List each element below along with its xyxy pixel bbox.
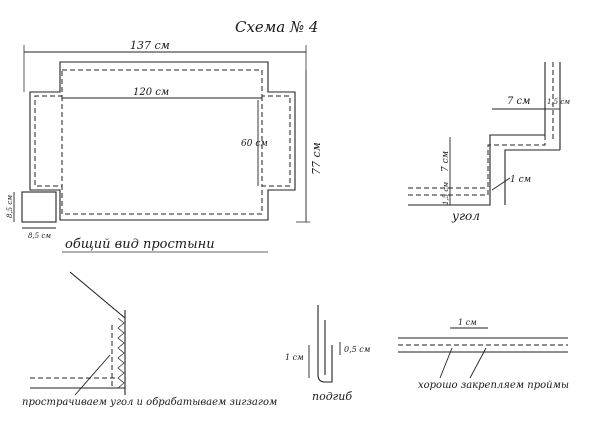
leader-fix-left <box>439 347 453 379</box>
corner-outline <box>408 62 546 206</box>
hem-fold-outline <box>317 305 333 383</box>
fold-diagonal-line <box>69 271 126 319</box>
leader-corner-1cm <box>491 177 511 191</box>
label-corner-15cm-top: 1,5 см <box>547 98 570 106</box>
label-hem-1cm: 1 см <box>285 353 304 362</box>
caption-fix: хорошо закрепляем проймы <box>418 380 569 391</box>
label-corner-1cm: 1 см <box>510 175 531 185</box>
corner-detail: 7 см 1,5 см 7 см 1,5 см 1 см угол <box>408 62 570 223</box>
caption-corner: угол <box>451 209 480 223</box>
caption-hem: подгиб <box>312 390 352 403</box>
label-total-width: 137 см <box>130 39 170 52</box>
label-fix-1cm: 1 см <box>458 318 477 327</box>
label-inner-height: 60 см <box>241 139 268 149</box>
label-corner-7cm-side: 7 см <box>441 151 451 172</box>
corner-inner-step <box>504 149 560 205</box>
label-total-height: 77 см <box>310 142 323 175</box>
corner-square <box>21 191 57 223</box>
fix-detail: 1 см хорошо закрепляем проймы <box>398 318 569 391</box>
caption-general-view: общий вид простыни <box>65 237 215 252</box>
sheet-outline <box>29 61 296 221</box>
label-hem-05cm: 0,5 см <box>344 345 371 354</box>
label-corner-width: 8,5 см <box>28 232 51 240</box>
zigzag-stitch <box>117 317 125 389</box>
hem-detail: 1 см 0,5 см подгиб <box>285 305 371 403</box>
scheme-title: Схема № 4 <box>235 18 318 36</box>
leader-stitch <box>74 354 111 396</box>
stitch-zigzag-detail: прострачиваем угол и обрабатываем зигзаг… <box>22 271 277 408</box>
leader-fix-right <box>469 347 487 379</box>
label-corner-height: 8,5 см <box>6 195 14 218</box>
sheet-general-view: 137 см 120 см 60 см 77 см 8,5 см 8,5 см … <box>6 39 323 253</box>
corner-stitch-line <box>408 135 546 196</box>
label-corner-7cm-top: 7 см <box>507 96 530 107</box>
label-corner-15cm-side: 1,5 см <box>442 182 450 205</box>
label-inner-width: 120 см <box>133 87 169 98</box>
caption-stitch: прострачиваем угол и обрабатываем зигзаг… <box>22 397 277 408</box>
